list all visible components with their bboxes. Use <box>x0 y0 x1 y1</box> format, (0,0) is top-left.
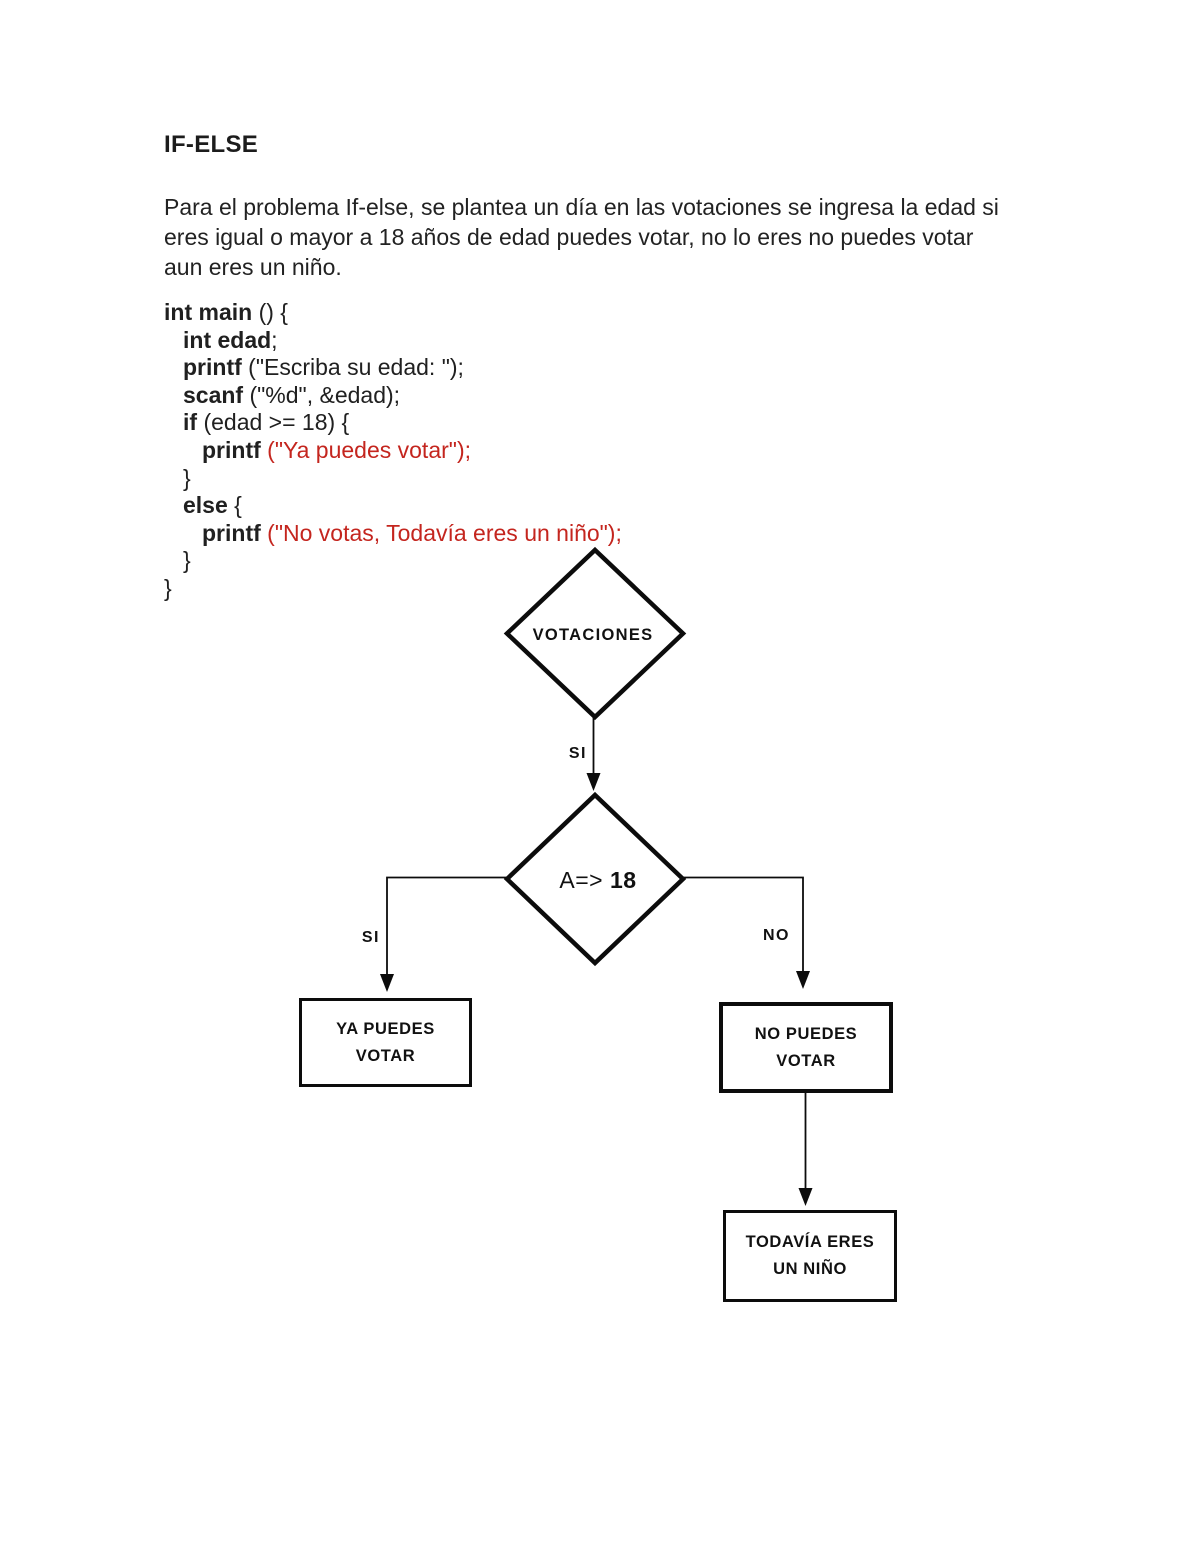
code-line: int main () { <box>164 299 622 327</box>
code-text: { <box>234 492 242 519</box>
code-line: if (edad >= 18) { <box>164 409 622 437</box>
code-line: else { <box>164 492 622 520</box>
code-line: printf ("Escriba su edad: "); <box>164 354 622 382</box>
arrowhead-votaciones-to-age <box>586 773 601 791</box>
code-line: } <box>164 465 622 493</box>
paragraph-line: aun eres un niño. <box>164 254 342 280</box>
code-text: } <box>183 464 191 491</box>
arrowhead-age-to-yes <box>380 974 394 992</box>
code-keyword: else <box>183 492 235 519</box>
code-line: } <box>164 575 622 603</box>
code-line: scanf ("%d", &edad); <box>164 382 622 410</box>
code-text: ("%d", &edad); <box>249 381 401 408</box>
box-line: TODAVÍA ERES <box>745 1233 875 1251</box>
box-line: UN NIÑO <box>773 1260 847 1278</box>
code-keyword: int main <box>164 299 259 325</box>
code-keyword: printf <box>183 354 249 381</box>
decision-age-value: 18 <box>610 867 637 893</box>
edge-label-si-left: SI <box>362 929 380 946</box>
decision-age-label: A=> 18 <box>559 867 636 893</box>
code-text: (edad >= 18) { <box>203 409 350 436</box>
decision-age-prefix: A=> <box>559 867 610 893</box>
code-keyword: if <box>183 409 204 436</box>
code-string-text: ("Ya puedes votar"); <box>267 436 471 463</box>
edge-label-no-right: NO <box>763 927 790 944</box>
code-block: int main () { int edad; printf ("Escriba… <box>164 299 622 603</box>
decision-votaciones-label: VOTACIONES <box>533 626 654 644</box>
arrowhead-no-to-child <box>798 1188 813 1206</box>
decision-age-diamond <box>503 791 687 967</box>
code-text: ("Escriba su edad: "); <box>248 354 464 381</box>
process-box-no-puedes-votar: NO PUEDES VOTAR <box>719 1002 893 1093</box>
code-text: ; <box>271 326 278 353</box>
code-keyword: printf <box>202 436 268 463</box>
box-line: YA PUEDES <box>336 1019 435 1038</box>
paragraph-line: eres igual o mayor a 18 años de edad pue… <box>164 224 974 250</box>
code-line: printf ("Ya puedes votar"); <box>164 437 622 465</box>
box-line: NO PUEDES <box>754 1024 858 1043</box>
decision-votaciones-diamond <box>503 546 687 721</box>
intro-paragraph: Para el problema If-else, se plantea un … <box>164 192 999 282</box>
connector-age-to-yes <box>386 876 507 980</box>
code-line: printf ("No votas, Todavía eres un niño"… <box>164 520 622 548</box>
code-keyword: int edad <box>183 326 272 353</box>
box-line: VOTAR <box>355 1046 416 1065</box>
process-box-ya-puedes-votar: YA PUEDES VOTAR <box>299 998 472 1087</box>
process-box-todavia-eres-un-nino: TODAVÍA ERES UN NIÑO <box>723 1210 897 1302</box>
arrowhead-age-to-no <box>796 971 810 989</box>
code-keyword: scanf <box>183 381 250 408</box>
code-string-text: ("No votas, Todavía eres un niño"); <box>267 519 622 546</box>
code-keyword: printf <box>202 519 268 546</box>
code-line: } <box>164 547 622 575</box>
code-line: int edad; <box>164 327 622 355</box>
code-text: } <box>164 574 172 601</box>
box-line: VOTAR <box>776 1051 836 1070</box>
connector-age-to-no <box>683 876 804 977</box>
edge-label-si-top: SI <box>569 745 587 762</box>
paragraph-line: Para el problema If-else, se plantea un … <box>164 194 999 220</box>
code-text: () { <box>258 299 288 325</box>
page-title: IF-ELSE <box>164 131 259 158</box>
code-text: } <box>183 547 191 574</box>
